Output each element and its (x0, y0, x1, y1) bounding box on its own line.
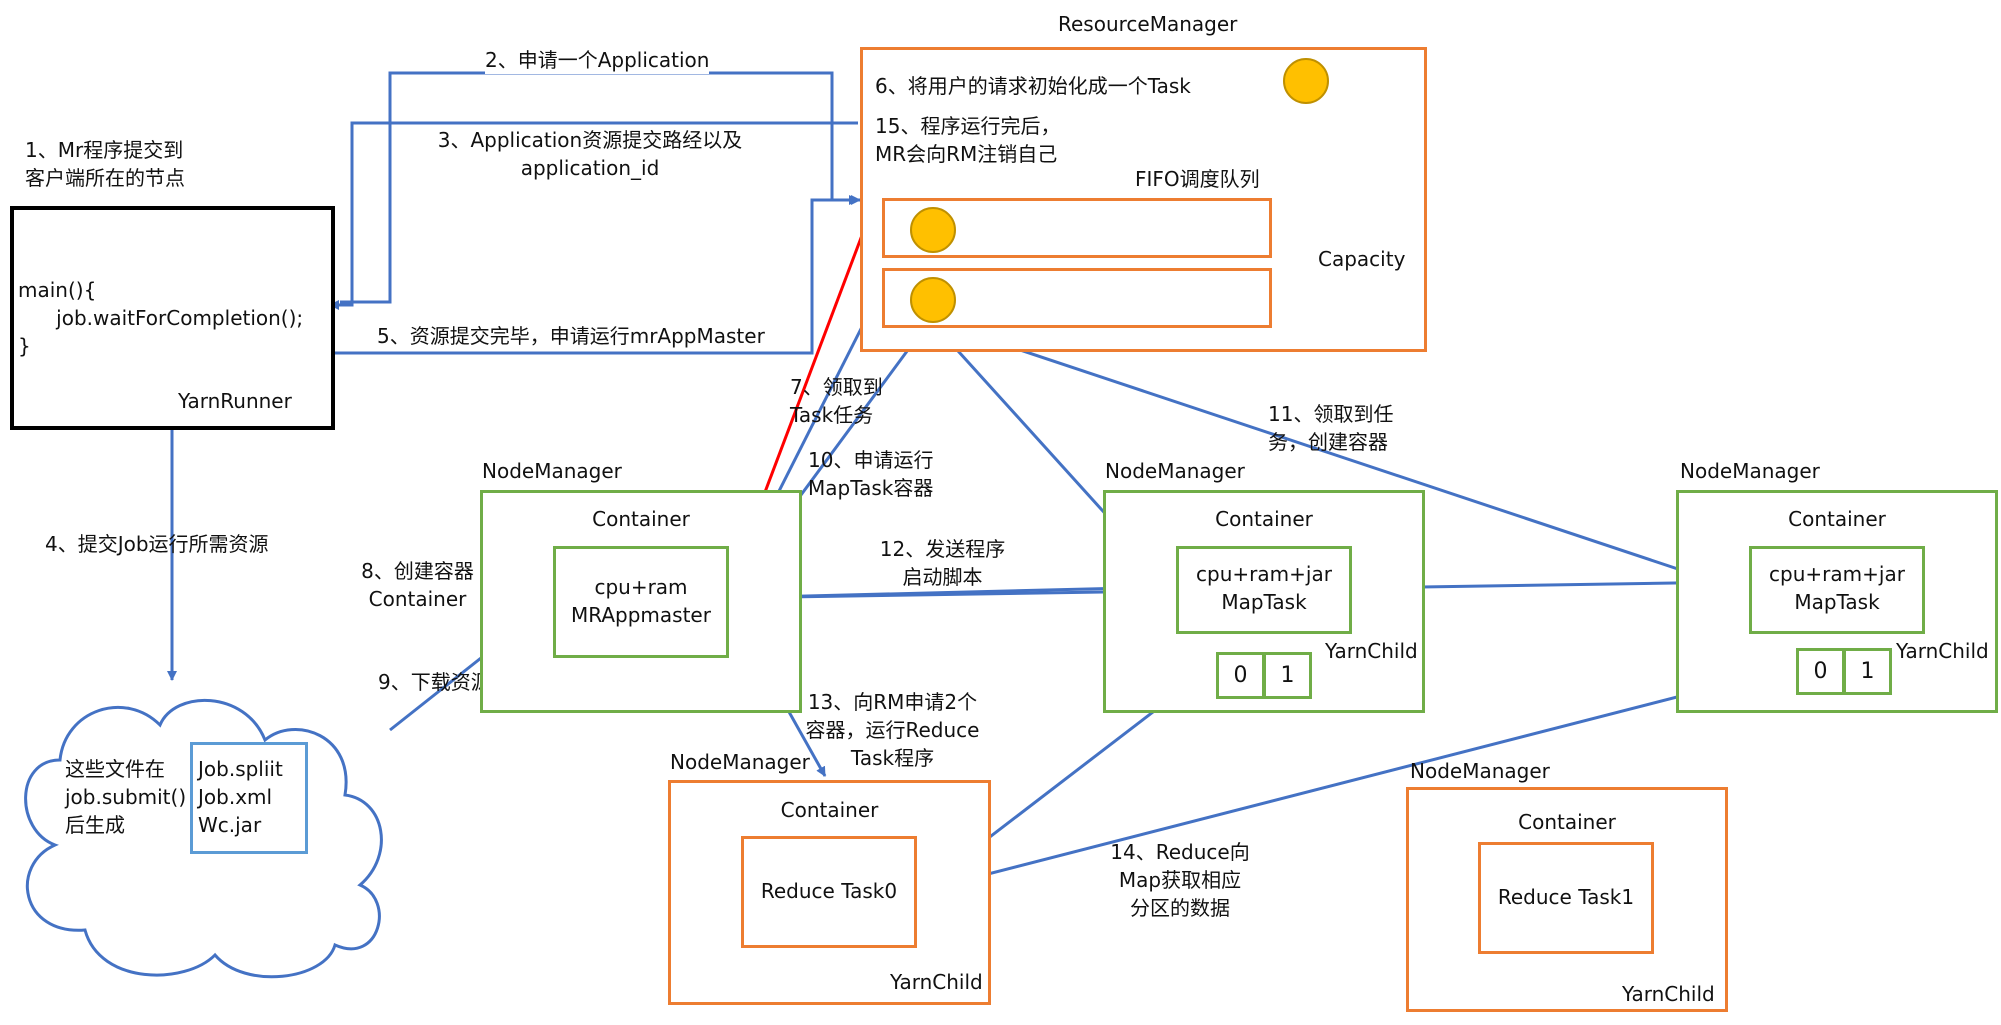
job-files-list: Job.spliit Job.xml Wc.jar (198, 757, 283, 837)
maptask1-box (1176, 546, 1352, 634)
mrappmaster-box (553, 546, 729, 658)
container-map2-label: Container (1788, 507, 1886, 531)
step10-label: 10、申请运行 MapTask容器 (808, 448, 934, 500)
arrow-step14-map2 (917, 666, 1791, 895)
arrow-step5 (335, 195, 861, 355)
step11-label: 11、领取到任 务，创建容器 (1268, 402, 1394, 454)
reduce1-yarnchild-label: YarnChild (1622, 982, 1715, 1006)
reduce-task1-box (1478, 842, 1654, 954)
nodemanager-reduce1-title: NodeManager (1410, 759, 1550, 783)
step5-label: 5、资源提交完毕，申请运行mrAppMaster (377, 322, 765, 350)
mrappmaster-label: cpu+ram MRAppmaster (571, 575, 711, 627)
cloud-text: 这些文件在 job.submit() 后生成 (65, 757, 187, 837)
step6-label: 6、将用户的请求初始化成一个Task (875, 74, 1191, 98)
resource-manager-title: ResourceManager (1058, 12, 1238, 36)
nodemanager-master-title: NodeManager (482, 459, 622, 483)
maptask2-label: cpu+ram+jar MapTask (1769, 562, 1905, 614)
container-reduce1-label: Container (1518, 810, 1616, 834)
nodemanager-map2-title: NodeManager (1680, 459, 1820, 483)
map2-yarnchild-label: YarnChild (1896, 639, 1989, 663)
map2-partition-1: 1 (1843, 648, 1892, 695)
step1-label: 1、Mr程序提交到 客户端所在的节点 (25, 138, 185, 190)
arrow-step3 (329, 121, 858, 310)
step2-label: 2、申请一个Application (485, 46, 710, 74)
task-dot (1283, 58, 1329, 104)
step12-label: 12、发送程序 启动脚本 (879, 537, 1006, 589)
maptask2-box (1749, 546, 1925, 634)
reduce-task1-label: Reduce Task1 (1497, 885, 1635, 909)
map1-partition-1: 1 (1263, 652, 1312, 699)
map1-yarnchild-label: YarnChild (1325, 639, 1418, 663)
step7-label: 7、领取到 Task任务 (790, 375, 883, 427)
step15-label: 15、程序运行完后， MR会向RM注销自己 (875, 112, 1061, 168)
step14-label: 14、Reduce向 Map获取相应 分区的数据 (1110, 840, 1250, 920)
step3-label: 3、Application资源提交路经以及 application_id (437, 128, 743, 180)
arrow-step11-map2 (929, 318, 1736, 590)
arrow-step2 (340, 71, 859, 304)
capacity-label: Capacity (1318, 247, 1406, 271)
step4-label: 4、提交Job运行所需资源 (45, 532, 269, 556)
reduce-task0-label: Reduce Task0 (760, 879, 898, 903)
yarn-runner-label: YarnRunner (178, 389, 292, 413)
queue-dot-2 (910, 277, 956, 323)
queue-dot-1 (910, 207, 956, 253)
container-map1-label: Container (1215, 507, 1313, 531)
yarn-runner-box (10, 206, 335, 430)
container-reduce0-label: Container (780, 798, 879, 822)
map2-partition-0: 0 (1796, 648, 1845, 695)
step13-label: 13、向RM申请2个 容器，运行Reduce Task程序 (805, 690, 980, 770)
nodemanager-reduce0-title: NodeManager (670, 750, 810, 774)
nodemanager-map1-title: NodeManager (1105, 459, 1245, 483)
step8-label: 8、创建容器 Container (361, 559, 474, 611)
yarn-runner-code: main(){ job.waitForCompletion(); } (18, 278, 304, 358)
reduce0-yarnchild-label: YarnChild (890, 970, 983, 994)
fifo-label: FIFO调度队列 (1135, 167, 1260, 191)
map1-partition-0: 0 (1216, 652, 1265, 699)
reduce-task0-box (741, 836, 917, 948)
container-master-label: Container (592, 507, 690, 531)
job-files-box (190, 742, 308, 854)
maptask1-label: cpu+ram+jar MapTask (1196, 562, 1332, 614)
